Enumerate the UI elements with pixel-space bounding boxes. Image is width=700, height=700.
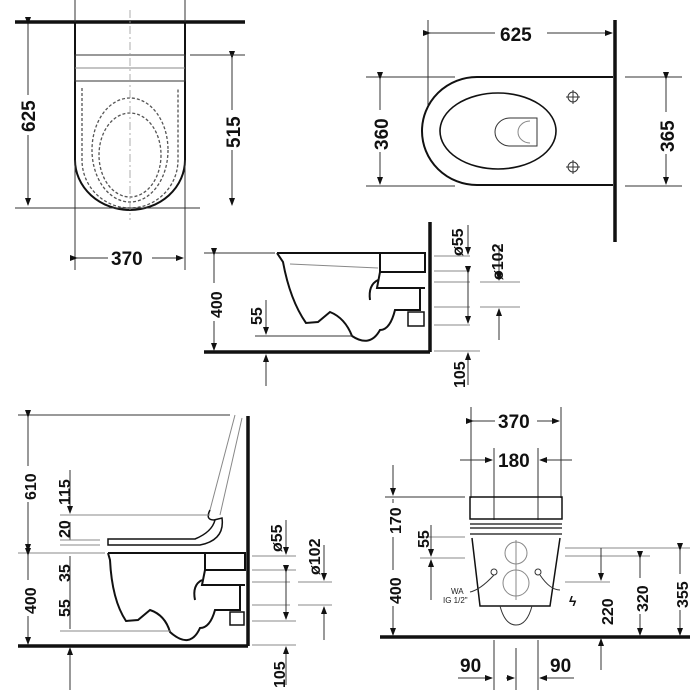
dim-355: 355: [675, 581, 692, 608]
dim-515: 515: [224, 116, 245, 148]
dim-d102-middle: ø102: [490, 243, 507, 280]
dim-105-middle: 105: [452, 361, 469, 388]
electric-symbol-icon: ϟ: [569, 593, 577, 609]
wa-size: IG 1/2": [443, 596, 468, 605]
dim-370-front: 370: [498, 412, 530, 433]
dim-35: 35: [57, 564, 74, 582]
dim-d55-bottom-left: ø55: [269, 524, 286, 552]
view-top-right-plan: 625 360 365: [366, 20, 682, 242]
dim-55-middle: 55: [249, 307, 266, 325]
dim-20: 20: [57, 520, 74, 538]
dim-90-right: 90: [550, 656, 571, 677]
dim-55-front: 55: [416, 530, 433, 548]
dim-320: 320: [635, 585, 652, 612]
dim-400-front: 400: [388, 577, 405, 604]
dim-105-bottom-left: 105: [272, 661, 289, 688]
view-bottom-left-side: 610 400 115 20 35 55 ø55 ø102 105: [16, 410, 332, 690]
dim-400-middle: 400: [209, 291, 226, 318]
dim-610: 610: [23, 473, 40, 500]
dim-365: 365: [658, 120, 679, 152]
dim-d102-bottom-left: ø102: [307, 538, 324, 575]
view-top-left-plan: 625 515 370: [14, 0, 246, 270]
dim-170: 170: [388, 507, 405, 534]
wa-label: WA: [451, 587, 464, 596]
view-bottom-right-front: 370 180 WA IG 1/2" ϟ 170 400: [380, 407, 692, 690]
dim-55-bottom-left: 55: [57, 599, 74, 617]
dim-115: 115: [57, 479, 74, 505]
dim-370-top: 370: [111, 249, 143, 270]
dim-625-right: 625: [500, 25, 532, 46]
dim-360: 360: [372, 118, 393, 150]
dim-625-left: 625: [19, 100, 40, 132]
dim-180: 180: [498, 451, 530, 472]
dim-d55-middle: ø55: [450, 228, 467, 256]
dim-400-bottom-left: 400: [23, 587, 40, 614]
dim-90-left: 90: [460, 656, 481, 677]
view-middle-side: 400 55 ø55 ø102 105: [203, 222, 520, 388]
dim-220: 220: [600, 598, 617, 625]
